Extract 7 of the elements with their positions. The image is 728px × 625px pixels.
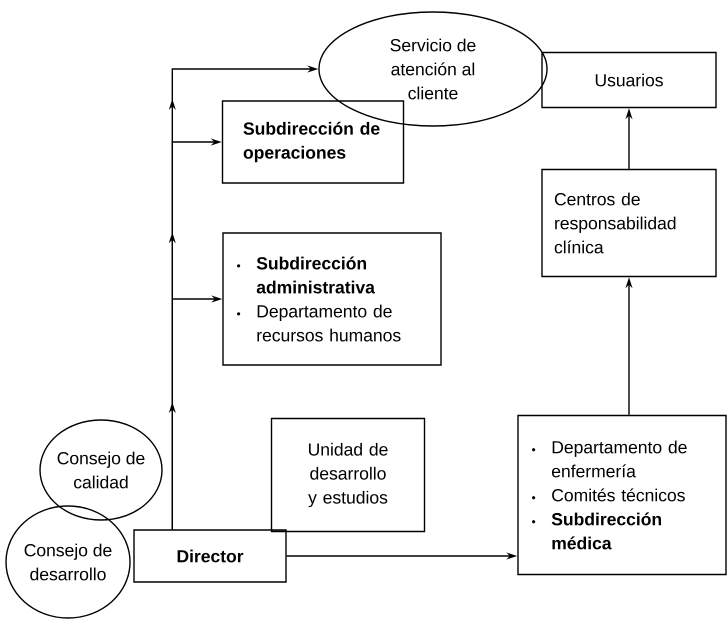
org-box: Subdirección de operaciones	[222, 100, 404, 184]
org-box: Subdirección administrativa Departamento de recursos humanos	[222, 232, 442, 366]
org-box: Unidad de desarrollo y estudios	[270, 418, 426, 532]
org-box: Director	[133, 529, 287, 583]
org-box: Usuarios	[541, 52, 717, 108]
org-box: Departamento de enfermería Comités técnicos Subdirección médica	[517, 414, 727, 576]
org-box: Centros de responsabilidad clínica	[541, 168, 717, 278]
